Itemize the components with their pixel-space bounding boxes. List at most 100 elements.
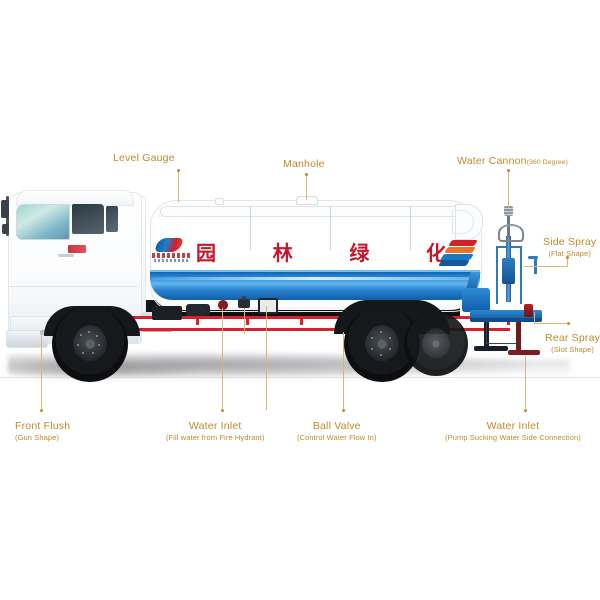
ground-line	[0, 377, 600, 378]
spray-hose-horizontal	[486, 343, 518, 344]
callout-dot-water-inlet-pump	[524, 409, 527, 412]
front-wheel	[52, 306, 128, 382]
leader-rear-spray-h	[534, 323, 568, 324]
slogan-char-2: 林	[272, 240, 293, 265]
cannon-cage-left	[496, 246, 498, 304]
tank-seam	[250, 206, 251, 250]
callout-side-spray-label: Side Spray	[543, 236, 597, 248]
platform-leg-right	[516, 322, 521, 352]
callout-rear-spray: Rear Spray (Slot Shape)	[545, 328, 600, 355]
callout-front-flush-sub: (Gun Shape)	[15, 433, 60, 443]
rear-wheel-hub	[365, 327, 399, 361]
rail-divider	[196, 316, 199, 325]
callout-water-inlet-hydrant-label: Water Inlet	[188, 420, 242, 432]
logo-wordmark-cn	[152, 253, 190, 258]
callout-dot-water-cannon	[507, 169, 510, 172]
callout-ball-valve: Ball Valve (Control Water Flow In)	[297, 416, 377, 443]
decal-stripe-red	[448, 240, 478, 246]
cab-side-window	[72, 204, 104, 234]
leader-water-inlet-pump	[525, 356, 526, 410]
tank-rear-cap-inner	[452, 210, 474, 234]
spot-mirror-icon	[2, 224, 9, 234]
callout-manhole: Manhole	[283, 154, 325, 172]
manhole-cover	[296, 196, 318, 205]
callout-water-inlet-hydrant-sub: (Fill water from Fire Hydrant)	[166, 433, 265, 443]
callout-dot-front-flush	[40, 409, 43, 412]
callout-dot-side-spray	[566, 256, 569, 259]
platform-edge	[470, 318, 542, 322]
callout-rear-spray-label: Rear Spray	[545, 332, 600, 344]
rear-work-platform	[470, 310, 542, 320]
water-cannon-head	[498, 224, 524, 242]
callout-water-inlet-pump: Water Inlet (Pump Sucking Water Side Con…	[445, 416, 581, 443]
side-mirror-icon	[1, 200, 9, 218]
rear-spray-nozzle	[524, 304, 533, 317]
tank-tail-block	[462, 288, 490, 312]
tank-seam	[410, 206, 411, 250]
logo-mark-icon	[155, 238, 183, 252]
water-pump-housing	[152, 306, 182, 320]
leader-water-cannon	[508, 172, 509, 208]
tank-top-rail	[160, 206, 462, 217]
callout-dot-ball-valve	[342, 409, 345, 412]
cab-quarter-window	[106, 206, 118, 232]
callout-dot-rear-spray	[567, 322, 570, 325]
leader-level-gauge	[178, 172, 179, 202]
leader-ball-valve-lower	[343, 332, 344, 410]
tank-stripe-top	[150, 270, 480, 273]
rear-wheel-hub-2	[422, 330, 450, 358]
callout-dot-water-inlet-hydrant	[221, 409, 224, 412]
callout-ball-valve-sub: (Control Water Flow In)	[297, 433, 377, 443]
platform-handrail	[528, 256, 538, 259]
spray-hose-vertical	[486, 320, 487, 344]
callout-ball-valve-label: Ball Valve	[312, 420, 361, 432]
rear-wheel-rear-axle	[404, 312, 468, 376]
leader-rear-spray-v	[534, 312, 535, 324]
decal-stripe-blue-dark	[438, 260, 470, 266]
cab-badge	[68, 245, 86, 253]
callout-dot-manhole	[305, 173, 308, 176]
cab-body-crease	[10, 286, 138, 287]
slogan-char-3: 绿	[349, 240, 370, 265]
callout-rear-spray-sub: (Slot Shape)	[551, 345, 594, 355]
callout-side-spray: Side Spray (Flat Shape)	[543, 232, 596, 259]
leader-side-spray-v	[567, 259, 568, 267]
callout-water-cannon-sub: (360 Degree)	[526, 159, 568, 166]
callout-water-cannon-label: Water Cannon	[457, 155, 527, 167]
callout-water-inlet-pump-sub: (Pump Sucking Water Side Connection)	[445, 433, 581, 443]
callout-side-spray-sub: (Flat Shape)	[548, 249, 591, 259]
callout-water-inlet-hydrant: Water Inlet (Fill water from Fire Hydran…	[166, 416, 264, 443]
leader-side-spray-h	[524, 266, 568, 267]
leader-ball-valve-upper	[244, 308, 245, 334]
callout-water-cannon: Water Cannon(360 Degree)	[457, 151, 568, 169]
windshield	[16, 204, 70, 240]
callout-dot-level-gauge	[177, 169, 180, 172]
water-cannon-nozzle-tip	[504, 206, 513, 216]
platform-foot-left	[474, 346, 508, 351]
water-cannon-valve-box	[502, 258, 515, 284]
tank-stripe-highlight	[152, 277, 478, 280]
slogan-char-1: 园	[196, 240, 216, 265]
pto-gearbox	[186, 304, 210, 316]
door-handle	[58, 254, 74, 257]
callout-level-gauge: Level Gauge	[113, 148, 175, 166]
ball-valve-fitting	[238, 296, 250, 308]
rail-divider	[246, 316, 249, 325]
leader-manhole	[306, 176, 307, 200]
front-bumper	[6, 330, 48, 348]
leader-water-inlet-hydrant	[222, 308, 223, 410]
decal-stripe-orange	[444, 247, 476, 253]
rail-divider	[300, 316, 303, 325]
leader-front-flush	[41, 332, 42, 410]
logo-wordmark-en	[154, 259, 188, 262]
water-inlet-pump-fitting	[258, 298, 278, 314]
callout-level-gauge-label: Level Gauge	[113, 152, 175, 164]
platform-foot-right	[508, 350, 540, 355]
water-inlet-hydrant-fitting	[218, 300, 228, 310]
dongfeng-logo	[152, 238, 190, 264]
callout-water-inlet-pump-label: Water Inlet	[486, 420, 540, 432]
tank-slogan: 园 林 绿 化	[196, 238, 446, 265]
callout-front-flush: Front Flush (Gun Shape)	[15, 416, 70, 443]
level-gauge-fitting	[215, 198, 224, 205]
